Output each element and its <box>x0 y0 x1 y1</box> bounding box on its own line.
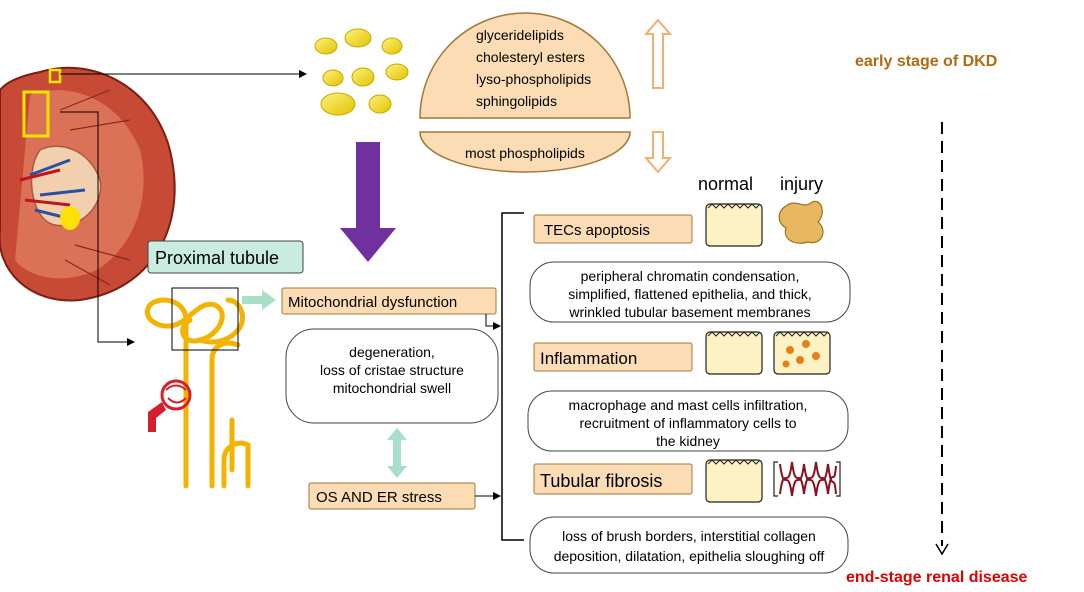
early-stage-label: early stage of DKD <box>855 53 997 70</box>
lipid-droplets <box>314 28 409 116</box>
increased-lipids-shape <box>419 12 631 119</box>
tecs-desc-2: simplified, flattened epithelia, and thi… <box>568 286 812 302</box>
lipid-increased-4: sphingolipids <box>476 93 557 109</box>
end-stage-label: end-stage renal disease <box>846 569 1028 586</box>
fibrosis-desc-1: loss of brush borders, interstitial coll… <box>562 528 816 544</box>
proximal-tubule-zoom-box <box>171 287 239 351</box>
inflammation-desc-box <box>527 390 849 452</box>
kidney-to-nephron-arrow <box>60 111 135 346</box>
mito-desc-1: degeneration, <box>349 344 435 360</box>
outcomes-bracket <box>501 212 524 541</box>
tubular-fibrosis-label: Tubular fibrosis <box>540 471 662 491</box>
normal-cell-icon <box>705 331 763 375</box>
legend-normal-label: normal <box>698 174 753 194</box>
tecs-desc-box <box>529 261 851 323</box>
normal-cell-icon <box>705 203 763 247</box>
tecs-apoptosis-box <box>533 214 693 244</box>
lipid-increased-1: glyceridelipids <box>476 27 564 43</box>
tubular-fibrosis-box <box>533 463 693 495</box>
tecs-desc-1: peripheral chromatin condensation, <box>581 268 800 284</box>
os-er-stress-label: OS AND ER stress <box>316 489 442 506</box>
lipid-increased-3: lyso-phospholipids <box>476 71 591 87</box>
teal-double-arrow-icon <box>387 428 407 478</box>
mito-dysfunction-box <box>281 287 497 315</box>
legend-injury-label: injury <box>780 174 823 194</box>
inflamed-cell-icon <box>773 331 831 375</box>
lipid-increased-2: cholesteryl esters <box>476 49 585 65</box>
fibrosis-desc-2: deposition, dilatation, epithelia slough… <box>554 548 825 564</box>
inflammation-desc-2: recruitment of inflammatory cells to <box>579 415 796 431</box>
decrease-arrow-icon <box>643 131 673 174</box>
mito-desc-2: loss of cristae structure <box>320 362 464 378</box>
tecs-apoptosis-label: TECs apoptosis <box>544 222 650 239</box>
teal-right-arrow-icon <box>242 290 276 310</box>
lipid-decreased: most phospholipids <box>465 145 585 161</box>
cortex-highlight-box <box>22 90 50 138</box>
mito-desc-box <box>285 328 499 424</box>
kidney-illustration <box>0 66 176 302</box>
apoptotic-cell-icon <box>778 200 824 244</box>
proximal-tubule-label: Proximal tubule <box>155 248 279 268</box>
inflammation-desc-1: macrophage and mast cells infiltration, <box>569 397 808 413</box>
increase-arrow-icon <box>643 18 673 89</box>
inflammation-label: Inflammation <box>540 349 637 368</box>
proximal-tubule-box <box>147 240 304 274</box>
mito-dysfunction-label: Mitochondrial dysfunction <box>288 294 457 311</box>
inflammation-box <box>533 342 693 372</box>
tecs-desc-3: wrinkled tubular basement membranes <box>568 304 810 320</box>
inflammation-desc-3: the kidney <box>656 433 720 449</box>
mito-to-outcomes-arrow <box>485 314 501 330</box>
mito-desc-3: mitochondrial swell <box>333 380 451 396</box>
glomerulus-highlight-box <box>48 68 62 84</box>
glomerulus-icon <box>148 379 192 432</box>
fibrotic-cell-icon <box>773 461 841 497</box>
fibrosis-desc-box <box>529 516 849 574</box>
progression-arrow-icon <box>935 543 949 556</box>
decreased-lipids-shape <box>419 131 631 173</box>
purple-down-arrow-icon <box>340 142 396 262</box>
normal-cell-icon <box>705 459 763 503</box>
